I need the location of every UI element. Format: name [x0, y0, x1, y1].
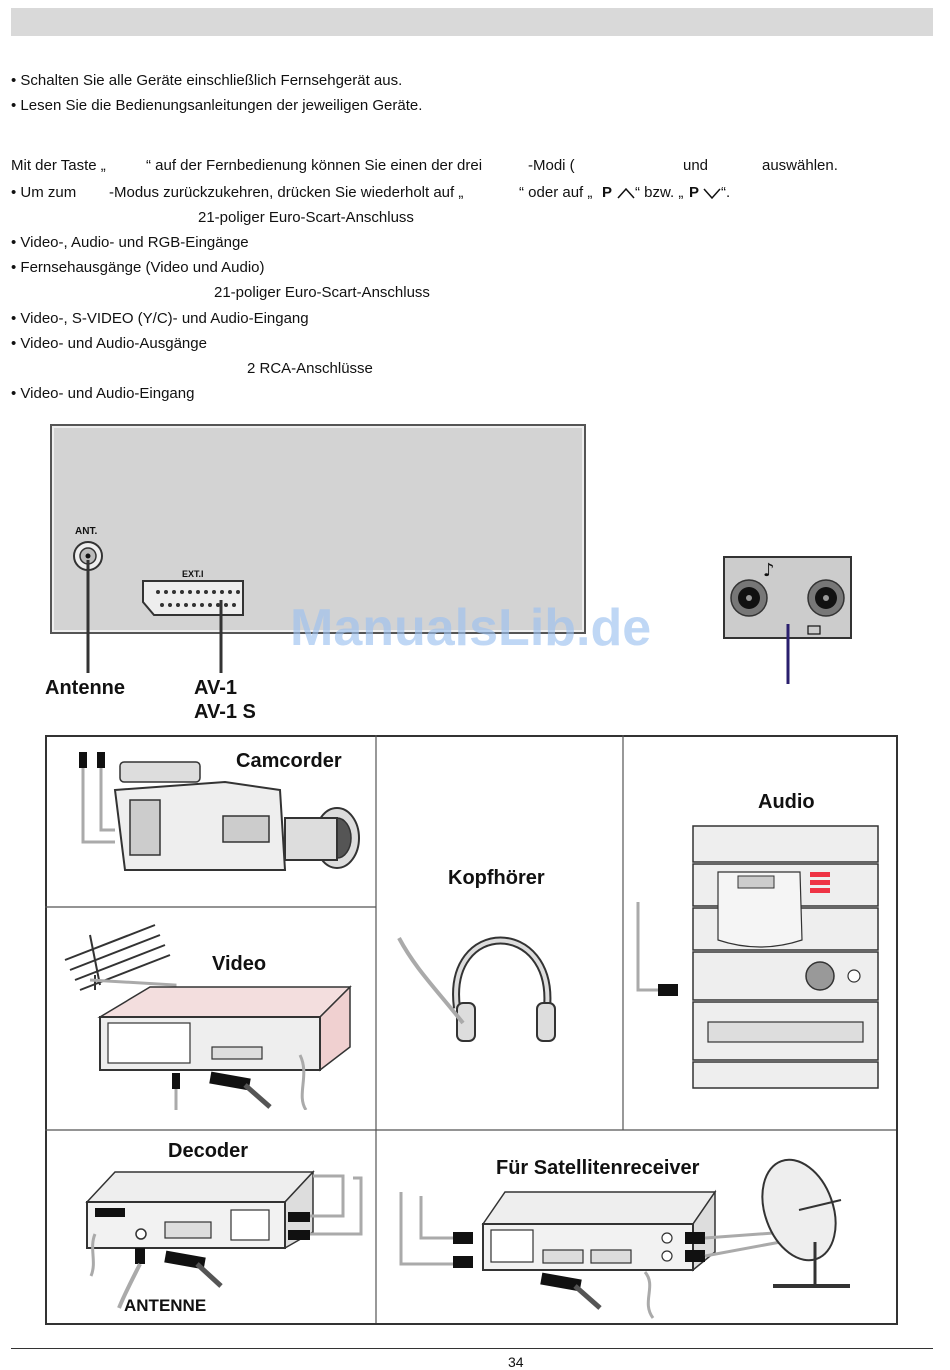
p-up-symbol: P	[602, 184, 613, 201]
av-mode-text-5: auswählen.	[762, 157, 838, 174]
decoder-illustration	[85, 1170, 363, 1309]
video-recorder-illustration	[64, 924, 352, 1110]
kopfhoerer-label: Kopfhörer	[448, 867, 545, 889]
rear-panel-lead-lines	[86, 560, 223, 673]
satellite-receiver-illustration	[399, 1158, 850, 1319]
p-down-symbol: P	[689, 184, 700, 201]
audio-label: Audio	[758, 791, 815, 813]
connector-2-item-1: • Video-, S-VIDEO (Y/C)- und Audio-Einga…	[11, 310, 309, 327]
return-text-1: • Um zum	[11, 184, 77, 201]
svg-text:♪: ♪	[763, 560, 775, 581]
intro-line-2: • Lesen Sie die Bedienungsanleitungen de…	[11, 97, 423, 114]
audio-system-illustration	[636, 825, 879, 1089]
chevron-up-icon	[617, 187, 635, 199]
scart-socket-icon	[142, 580, 244, 616]
intro-line-1: • Schalten Sie alle Geräte einschließlic…	[11, 72, 403, 89]
connector-3-item-1: • Video- und Audio-Eingang	[11, 385, 195, 402]
ant-label: ANT.	[75, 526, 98, 537]
connector-1-item-2: • Fernsehausgänge (Video und Audio)	[11, 259, 265, 276]
av1-label: AV-1	[194, 677, 237, 699]
watermark: ManualsLib.de	[290, 599, 652, 657]
av-mode-text-2: “ auf der Fernbedienung können Sie einen…	[146, 157, 483, 174]
device-grid-lines	[45, 735, 896, 1323]
page-number: 34	[508, 1354, 524, 1370]
av1s-label: AV-1 S	[194, 701, 256, 723]
device-grid	[45, 735, 898, 1325]
av-mode-text-4: und	[683, 157, 709, 174]
connector-2-heading: 21-poliger Euro-Scart-Anschluss	[214, 284, 430, 301]
return-text-2: -Modus zurückzukehren, drücken Sie wiede…	[109, 184, 464, 201]
return-text-3: “ oder auf „	[519, 184, 593, 201]
footer-rule	[11, 1348, 933, 1349]
sat-label: Für Satellitenreceiver	[496, 1157, 700, 1179]
connector-1-item-1: • Video-, Audio- und RGB-Eingänge	[11, 234, 249, 251]
camcorder-illustration	[79, 752, 360, 871]
connector-2-item-2: • Video- und Audio-Ausgänge	[11, 335, 207, 352]
return-text-5: “.	[721, 184, 731, 201]
connector-1-heading: 21-poliger Euro-Scart-Anschluss	[198, 209, 414, 226]
return-text-4: “ bzw. „	[635, 184, 684, 201]
side-rca-panel: ♪	[723, 556, 852, 684]
headphones-illustration	[397, 936, 556, 1042]
antenne-caps-label: ANTENNE	[124, 1296, 207, 1315]
av-mode-text-1: Mit der Taste „	[11, 157, 106, 174]
chevron-down-icon	[703, 188, 721, 199]
connector-3-heading: 2 RCA-Anschlüsse	[247, 360, 373, 377]
tv-rear-panel	[50, 424, 586, 634]
video-label: Video	[212, 953, 267, 975]
decoder-label: Decoder	[168, 1140, 249, 1162]
header-bar	[11, 8, 933, 36]
camcorder-label: Camcorder	[236, 750, 342, 772]
ext-label: EXT.I	[182, 569, 204, 579]
antenne-label: Antenne	[45, 677, 125, 699]
av-mode-text-3: -Modi (	[528, 157, 575, 174]
